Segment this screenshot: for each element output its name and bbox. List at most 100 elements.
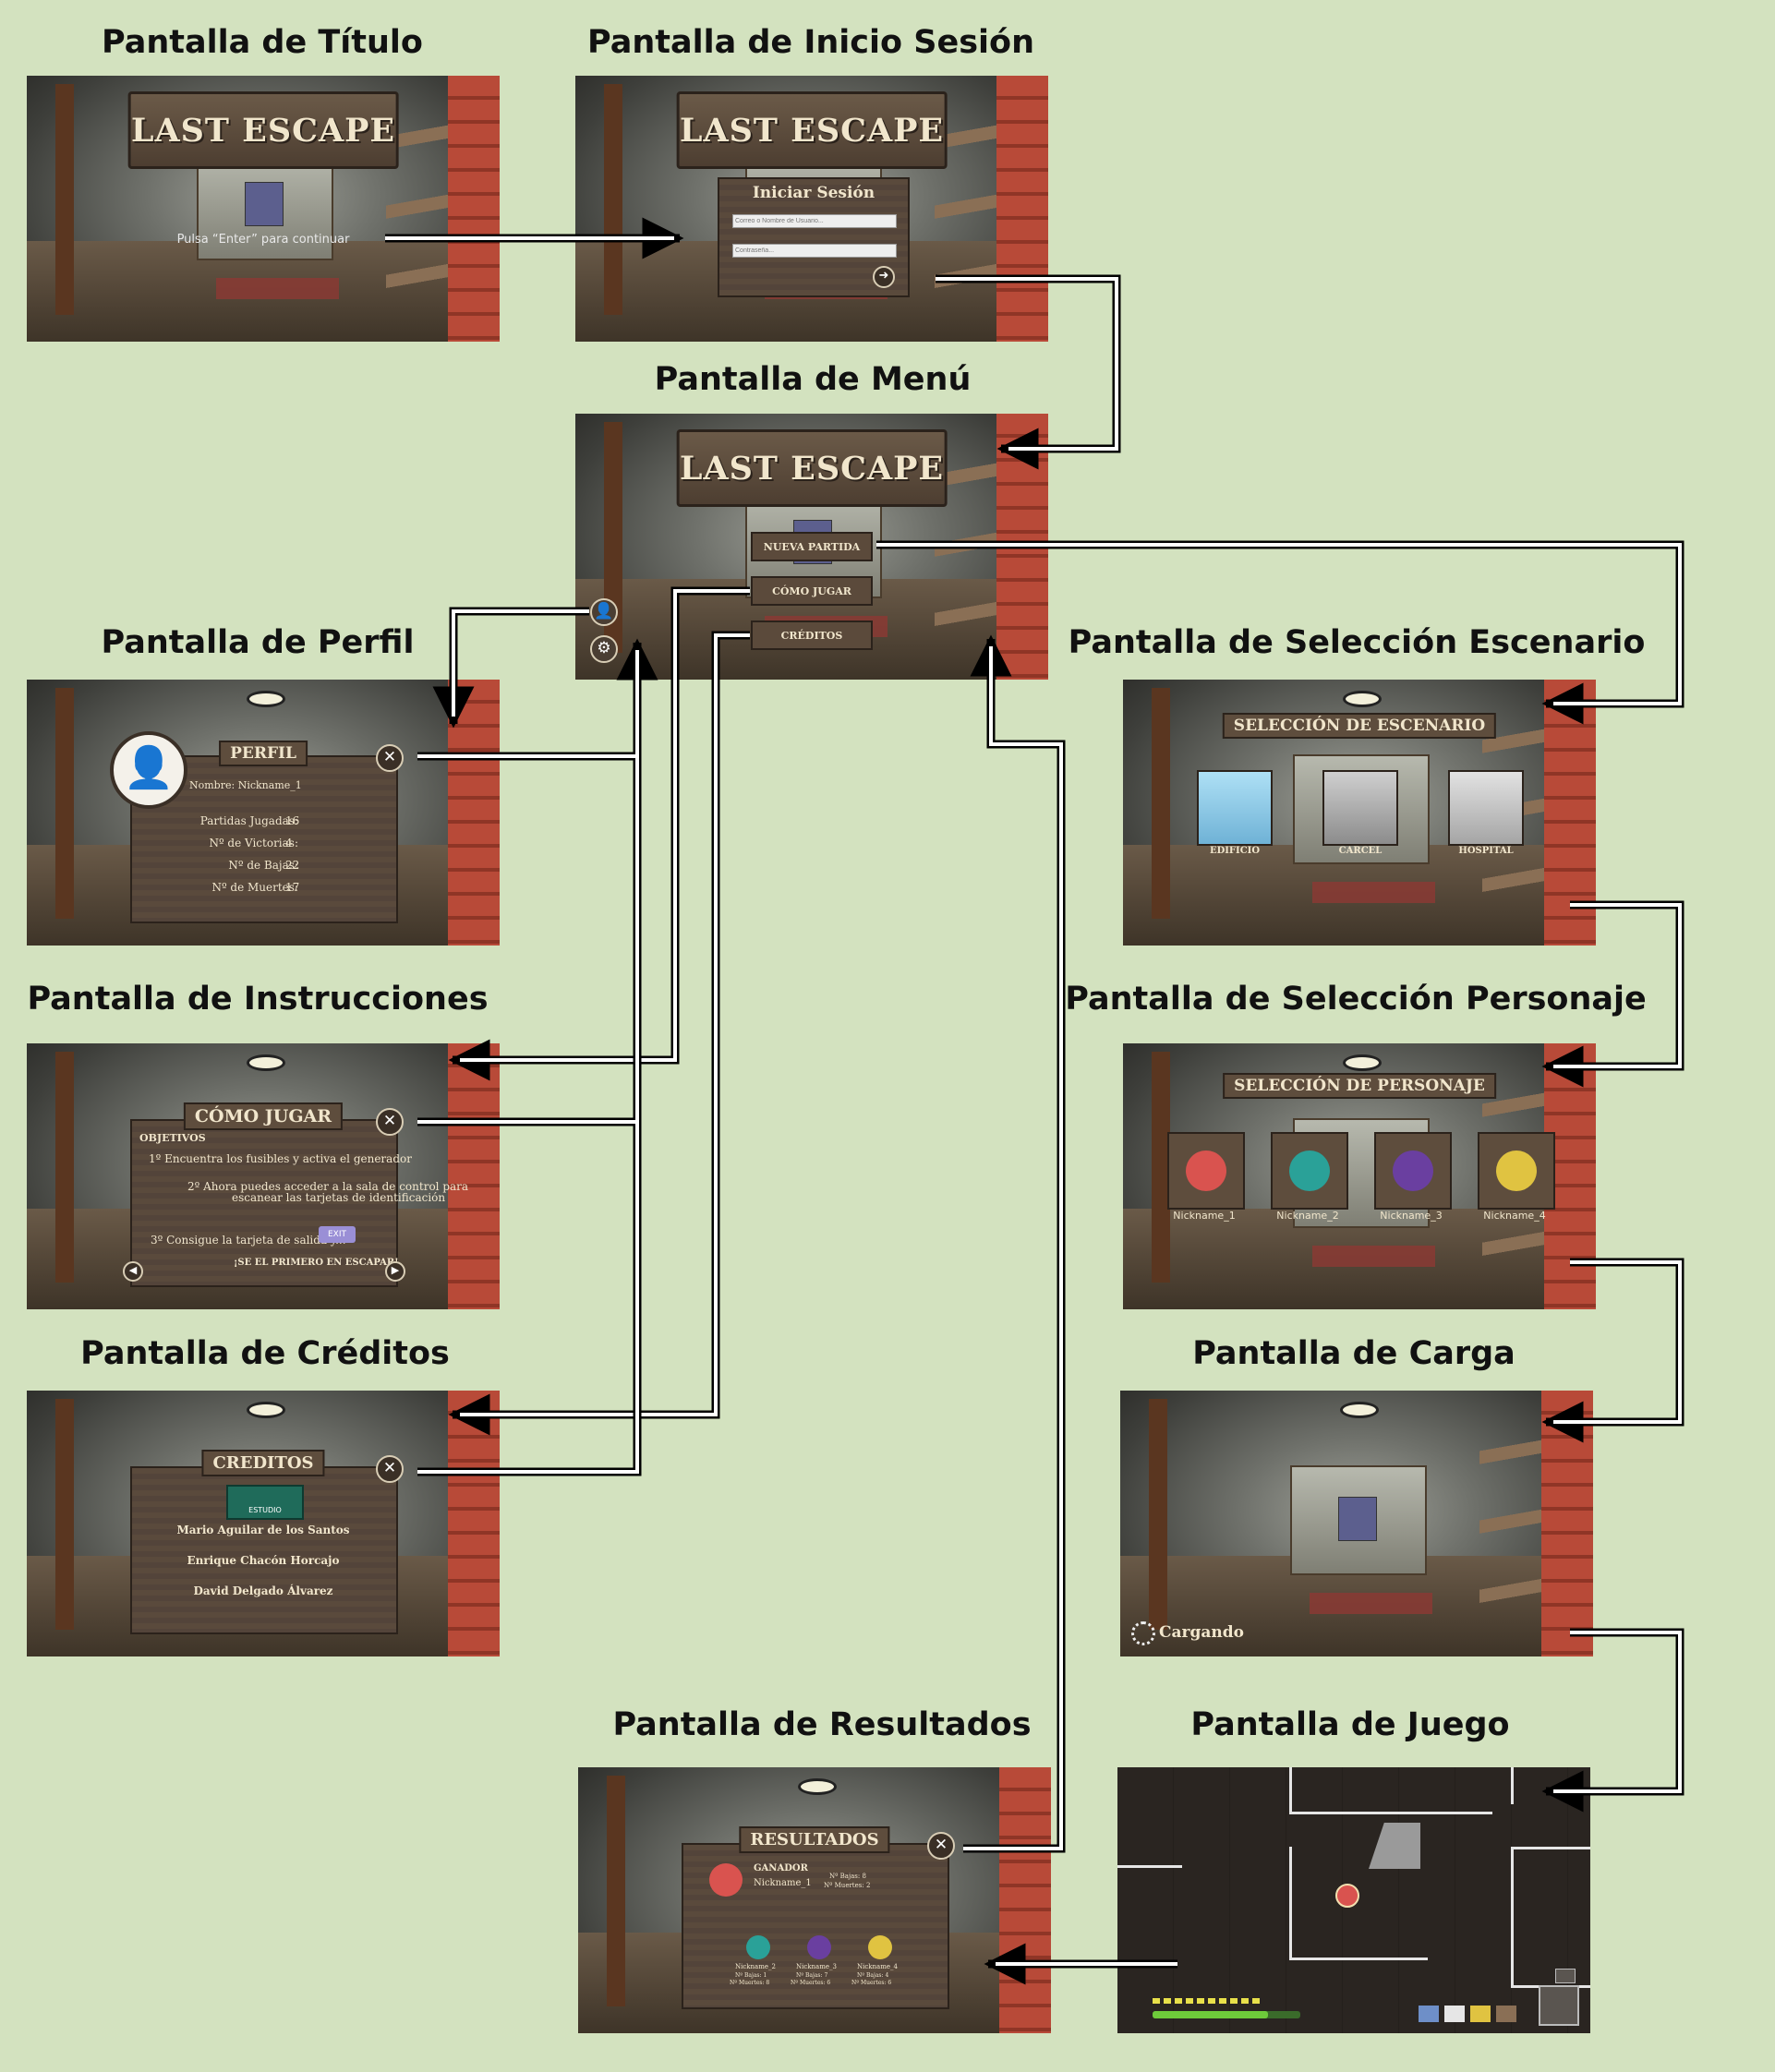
credit-name: Enrique Chacón Horcajo xyxy=(187,1554,340,1567)
stat-value: 17 xyxy=(285,881,300,894)
title-pantalla-titulo: Pantalla de Título xyxy=(102,24,423,61)
winner-name: Nickname_1 xyxy=(754,1878,812,1888)
winner-label: GANADOR xyxy=(754,1863,808,1873)
close-icon[interactable]: ✕ xyxy=(376,1108,404,1136)
character-slot-3[interactable] xyxy=(1374,1132,1452,1210)
game-logo: LAST ESCAPE xyxy=(676,429,948,508)
title-pantalla-personaje: Pantalla de Selección Personaje xyxy=(1065,981,1647,1018)
character-slot-2[interactable] xyxy=(1271,1132,1348,1210)
character-avatar-icon xyxy=(1289,1150,1330,1191)
weapon-slot-icon[interactable] xyxy=(1539,1985,1579,2026)
carcel-option[interactable] xyxy=(1322,770,1398,846)
name-label: Nombre: xyxy=(189,779,235,791)
arrow-menu-to-instrucciones xyxy=(448,586,750,1081)
character-name: Nickname_2 xyxy=(1276,1210,1339,1222)
health-bar xyxy=(1153,2011,1300,2018)
title-pantalla-carga: Pantalla de Carga xyxy=(1192,1335,1515,1372)
step-2b: escanear las tarjetas de identificación xyxy=(232,1191,446,1204)
screen-juego xyxy=(1117,1767,1590,2033)
objetivos-label: OBJETIVOS xyxy=(139,1132,206,1144)
nueva-partida-button[interactable]: NUEVA PARTIDA xyxy=(751,532,873,561)
player-avatar-icon xyxy=(807,1935,831,1959)
muertes-label: Nº Muertes: xyxy=(730,1980,765,1986)
instructions-panel xyxy=(130,1119,398,1287)
arrow-personaje-to-carga xyxy=(1541,1258,1684,1443)
stat-label: Partidas Jugadas: xyxy=(199,814,298,827)
profile-icon[interactable]: 👤 xyxy=(590,598,618,626)
option-label: CARCEL xyxy=(1338,846,1383,856)
stat-label: Nº de Muertes: xyxy=(211,881,298,894)
close-icon[interactable]: ✕ xyxy=(376,1455,404,1483)
credit-name: David Delgado Álvarez xyxy=(193,1584,333,1597)
press-enter-prompt: Pulsa “Enter” para continuar xyxy=(176,232,350,247)
password-input[interactable] xyxy=(732,244,897,258)
credits-header: CREDITOS xyxy=(201,1450,325,1476)
screen-carga: Cargando xyxy=(1120,1391,1593,1656)
screen-instrucciones: CÓMO JUGAR ✕ OBJETIVOS 1º Encuentra los … xyxy=(27,1043,500,1309)
edificio-option[interactable] xyxy=(1197,770,1273,846)
login-next-arrow-icon[interactable]: ➜ xyxy=(873,266,895,288)
player-avatar-icon xyxy=(746,1935,770,1959)
step-2a: 2º Ahora puedes acceder a la sala de con… xyxy=(187,1180,469,1193)
muertes-value: 6 xyxy=(827,1980,831,1986)
arrow-menu-to-perfil xyxy=(432,607,589,729)
muertes-value: 8 xyxy=(766,1980,770,1986)
inventory-id-card-icon xyxy=(1419,2006,1439,2022)
player-avatar-icon xyxy=(868,1935,892,1959)
instructions-header: CÓMO JUGAR xyxy=(183,1102,344,1130)
como-jugar-button[interactable]: CÓMO JUGAR xyxy=(751,576,873,606)
bajas-label: Nº Bajas: xyxy=(735,1972,762,1979)
bajas-value: 7 xyxy=(824,1972,828,1979)
stat-value: 4 xyxy=(285,837,293,849)
title-pantalla-resultados: Pantalla de Resultados xyxy=(612,1706,1032,1743)
player-name: Nickname_2 xyxy=(735,1963,776,1970)
bajas-value: 1 xyxy=(763,1972,767,1979)
stat-label: Nº de Bajas: xyxy=(228,859,298,872)
character-slot-1[interactable] xyxy=(1167,1132,1245,1210)
loading-spinner-icon xyxy=(1131,1621,1155,1645)
login-title: Iniciar Sesión xyxy=(752,184,875,202)
muertes-value: 2 xyxy=(865,1882,871,1889)
player-name: Nickname_3 xyxy=(796,1963,837,1970)
bajas-label: Nº Bajas: xyxy=(857,1972,884,1979)
creditos-button[interactable]: CRÉDITOS xyxy=(751,620,873,650)
avatar-icon: 👤 xyxy=(110,731,187,809)
step-3: 3º Consigue la tarjeta de salida y... xyxy=(151,1234,346,1247)
arrow-inicio-to-menu xyxy=(936,274,1121,470)
bajas-value: 8 xyxy=(862,1873,866,1880)
bajas-value: 4 xyxy=(885,1972,889,1979)
arrow-menu-to-creditos xyxy=(448,631,750,1436)
title-pantalla-juego: Pantalla de Juego xyxy=(1190,1706,1510,1743)
arrow-resultados-to-menu xyxy=(963,634,1066,1853)
screen-seleccion-escenario: SELECCIÓN DE ESCENARIO EDIFICIO CARCEL H… xyxy=(1123,680,1596,946)
prev-arrow-icon[interactable]: ◀ xyxy=(123,1261,143,1282)
character-slot-4[interactable] xyxy=(1478,1132,1555,1210)
close-icon[interactable]: ✕ xyxy=(927,1832,955,1860)
arrow-subscreens-return-to-menu xyxy=(417,638,658,1476)
muertes-label: Nº Muertes: xyxy=(851,1980,887,1986)
game-logo: LAST ESCAPE xyxy=(676,91,948,170)
title-pantalla-perfil: Pantalla de Perfil xyxy=(101,624,415,661)
arrow-carga-to-juego xyxy=(1541,1628,1684,1813)
arrow-escenario-to-personaje xyxy=(1541,900,1684,1088)
character-name: Nickname_3 xyxy=(1380,1210,1443,1222)
settings-gear-icon[interactable]: ⚙ xyxy=(590,635,618,663)
character-avatar-icon xyxy=(1186,1150,1226,1191)
screen-resultados: RESULTADOS ✕ GANADOR Nickname_1 Nº Bajas… xyxy=(578,1767,1051,2033)
close-icon[interactable]: ✕ xyxy=(376,744,404,772)
user-input[interactable] xyxy=(732,214,897,228)
personaje-header: SELECCIÓN DE PERSONAJE xyxy=(1223,1073,1496,1099)
game-logo: LAST ESCAPE xyxy=(127,91,399,170)
stat-value: 22 xyxy=(285,859,300,872)
character-avatar-icon xyxy=(1496,1150,1537,1191)
title-pantalla-escenario: Pantalla de Selección Escenario xyxy=(1068,624,1646,661)
hospital-option[interactable] xyxy=(1448,770,1524,846)
screen-titulo: LAST ESCAPE Pulsa “Enter” para continuar xyxy=(27,76,500,342)
muertes-value: 6 xyxy=(888,1980,892,1986)
muertes-label: Nº Muertes: xyxy=(824,1882,864,1889)
profile-header: PERFIL xyxy=(219,741,308,766)
character-avatar-icon xyxy=(1393,1150,1433,1191)
screen-seleccion-personaje: SELECCIÓN DE PERSONAJE Nickname_1 Nickna… xyxy=(1123,1043,1596,1309)
next-arrow-icon[interactable]: ▶ xyxy=(385,1261,405,1282)
